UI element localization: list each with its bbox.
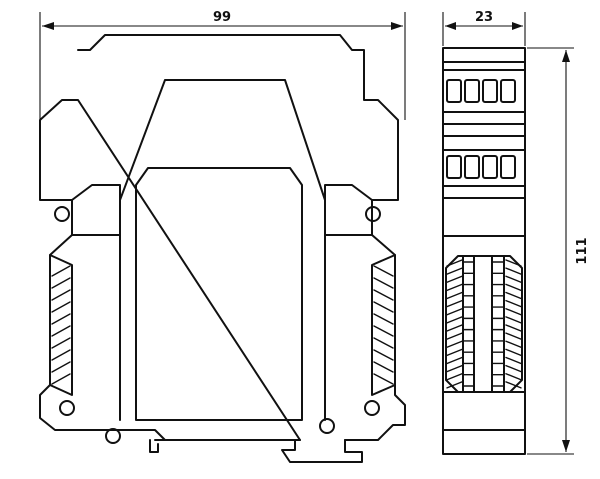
mounting-hole-icon bbox=[364, 400, 380, 416]
label-window bbox=[135, 167, 303, 421]
side-outline bbox=[442, 47, 526, 455]
terminal-rungs bbox=[462, 261, 505, 387]
housing-outline bbox=[39, 34, 406, 441]
hatch-stroke bbox=[446, 275, 463, 283]
width-label: 99 bbox=[213, 10, 231, 25]
hatch-stroke bbox=[505, 340, 522, 348]
width-arrow-left bbox=[42, 22, 54, 30]
hatch-stroke bbox=[446, 348, 463, 357]
hatch-stroke bbox=[505, 381, 522, 389]
hatch-stroke bbox=[446, 316, 463, 324]
hatch-stroke bbox=[446, 356, 463, 365]
groove-icon bbox=[51, 313, 71, 337]
rail-clip-left bbox=[149, 439, 159, 453]
groove-icon bbox=[51, 265, 71, 289]
hatch-stroke bbox=[505, 283, 522, 292]
mounting-hole-icon bbox=[54, 206, 70, 222]
hatch-stroke bbox=[505, 324, 522, 332]
terminal-slot-icon bbox=[464, 79, 480, 103]
height-arrow-top bbox=[562, 50, 570, 62]
depth-dimension: 23 bbox=[442, 10, 526, 46]
mounting-hole-icon bbox=[319, 418, 335, 434]
hatch-stroke bbox=[505, 259, 522, 267]
groove-frame-right bbox=[371, 254, 396, 396]
height-dimension: 111 bbox=[527, 47, 590, 455]
hatch-stroke bbox=[505, 291, 522, 300]
terminal-slot-icon bbox=[500, 79, 516, 103]
terminal-slot-icon bbox=[446, 155, 462, 179]
groove-frame-left bbox=[49, 254, 73, 396]
shoulder-right bbox=[324, 184, 373, 201]
groove-icon bbox=[373, 313, 394, 337]
terminal-grooves-right bbox=[371, 254, 396, 396]
hatch-stroke bbox=[505, 332, 522, 340]
mounting-hole-icon bbox=[365, 206, 381, 222]
terminal-slot-icon bbox=[446, 79, 462, 103]
side-view bbox=[442, 47, 526, 455]
hatch-stroke bbox=[505, 316, 522, 324]
terminal-slot-icon bbox=[500, 155, 516, 179]
groove-icon bbox=[51, 361, 71, 385]
mounting-hole-icon bbox=[59, 400, 75, 416]
hatch-stroke bbox=[446, 308, 463, 316]
depth-arrow-left bbox=[445, 22, 456, 30]
hatch-stroke bbox=[446, 364, 463, 373]
hatch-stroke bbox=[446, 291, 463, 300]
width-dimension: 99 bbox=[39, 10, 406, 120]
width-arrow-right bbox=[391, 22, 403, 30]
height-arrow-bottom bbox=[562, 440, 570, 452]
hatch-stroke bbox=[446, 340, 463, 348]
hatch-stroke bbox=[505, 356, 522, 365]
hatch-stroke bbox=[446, 283, 463, 292]
terminal-slot-icon bbox=[482, 155, 498, 179]
depth-label: 23 bbox=[475, 10, 493, 25]
mounting-hole-icon bbox=[105, 428, 121, 444]
groove-icon bbox=[51, 289, 71, 313]
hatch-stroke bbox=[505, 299, 522, 308]
groove-icon bbox=[373, 361, 394, 385]
groove-icon bbox=[373, 337, 394, 361]
height-label: 111 bbox=[575, 237, 590, 264]
terminal-hatching bbox=[446, 259, 522, 389]
hatch-stroke bbox=[505, 364, 522, 373]
hatch-stroke bbox=[505, 275, 522, 283]
depth-arrow-right bbox=[512, 22, 523, 30]
hatch-stroke bbox=[446, 332, 463, 340]
hatch-stroke bbox=[446, 259, 463, 267]
hatch-stroke bbox=[446, 381, 463, 389]
hatch-stroke bbox=[505, 308, 522, 316]
terminal-slot-icon bbox=[482, 79, 498, 103]
hatch-stroke bbox=[505, 373, 522, 381]
terminal-slots-upper bbox=[446, 79, 516, 103]
hatch-stroke bbox=[446, 299, 463, 308]
groove-icon bbox=[51, 337, 71, 361]
shoulder-left bbox=[71, 184, 121, 201]
hatch-stroke bbox=[446, 373, 463, 381]
terminal-slot-icon bbox=[464, 155, 480, 179]
hatch-stroke bbox=[446, 324, 463, 332]
front-view bbox=[39, 34, 406, 463]
groove-icon bbox=[373, 289, 394, 313]
terminal-slots-lower bbox=[446, 155, 516, 179]
hatch-stroke bbox=[446, 267, 463, 275]
hatch-stroke bbox=[505, 348, 522, 357]
rail-clip-right bbox=[281, 439, 363, 463]
hatch-stroke bbox=[505, 267, 522, 275]
terminal-block-outline bbox=[445, 255, 523, 393]
screw-terminal-block bbox=[445, 255, 523, 393]
groove-icon bbox=[373, 265, 394, 289]
terminal-grooves-left bbox=[49, 254, 73, 396]
top-cover bbox=[119, 79, 326, 201]
